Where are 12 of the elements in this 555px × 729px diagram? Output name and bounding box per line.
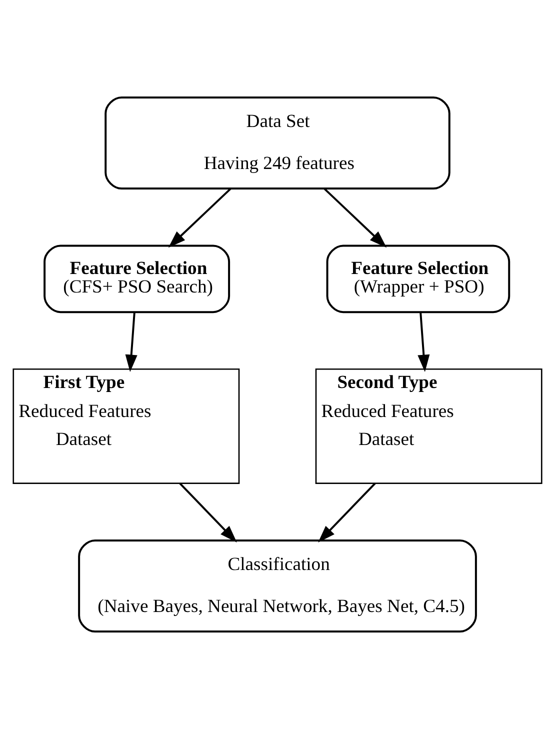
node-box: Feature Selection (Wrapper + PSO) (326, 244, 510, 314)
arrow (168, 188, 232, 248)
node-box: Data Set Having 249 features (104, 96, 450, 190)
node-box: Feature Selection (CFS+ PSO Search) (44, 244, 230, 314)
arrow (179, 482, 237, 543)
arrow (318, 482, 376, 543)
arrow (324, 188, 387, 248)
arrow (418, 312, 430, 372)
arrow (125, 312, 138, 372)
node-box: First Type Reduced Features Dataset (12, 368, 240, 484)
node-box: Classification (Naive Bayes, Neural Network, Bayes Net, C4.5) (78, 540, 477, 633)
node-box: Second Type Reduced Features Dataset (315, 368, 542, 484)
